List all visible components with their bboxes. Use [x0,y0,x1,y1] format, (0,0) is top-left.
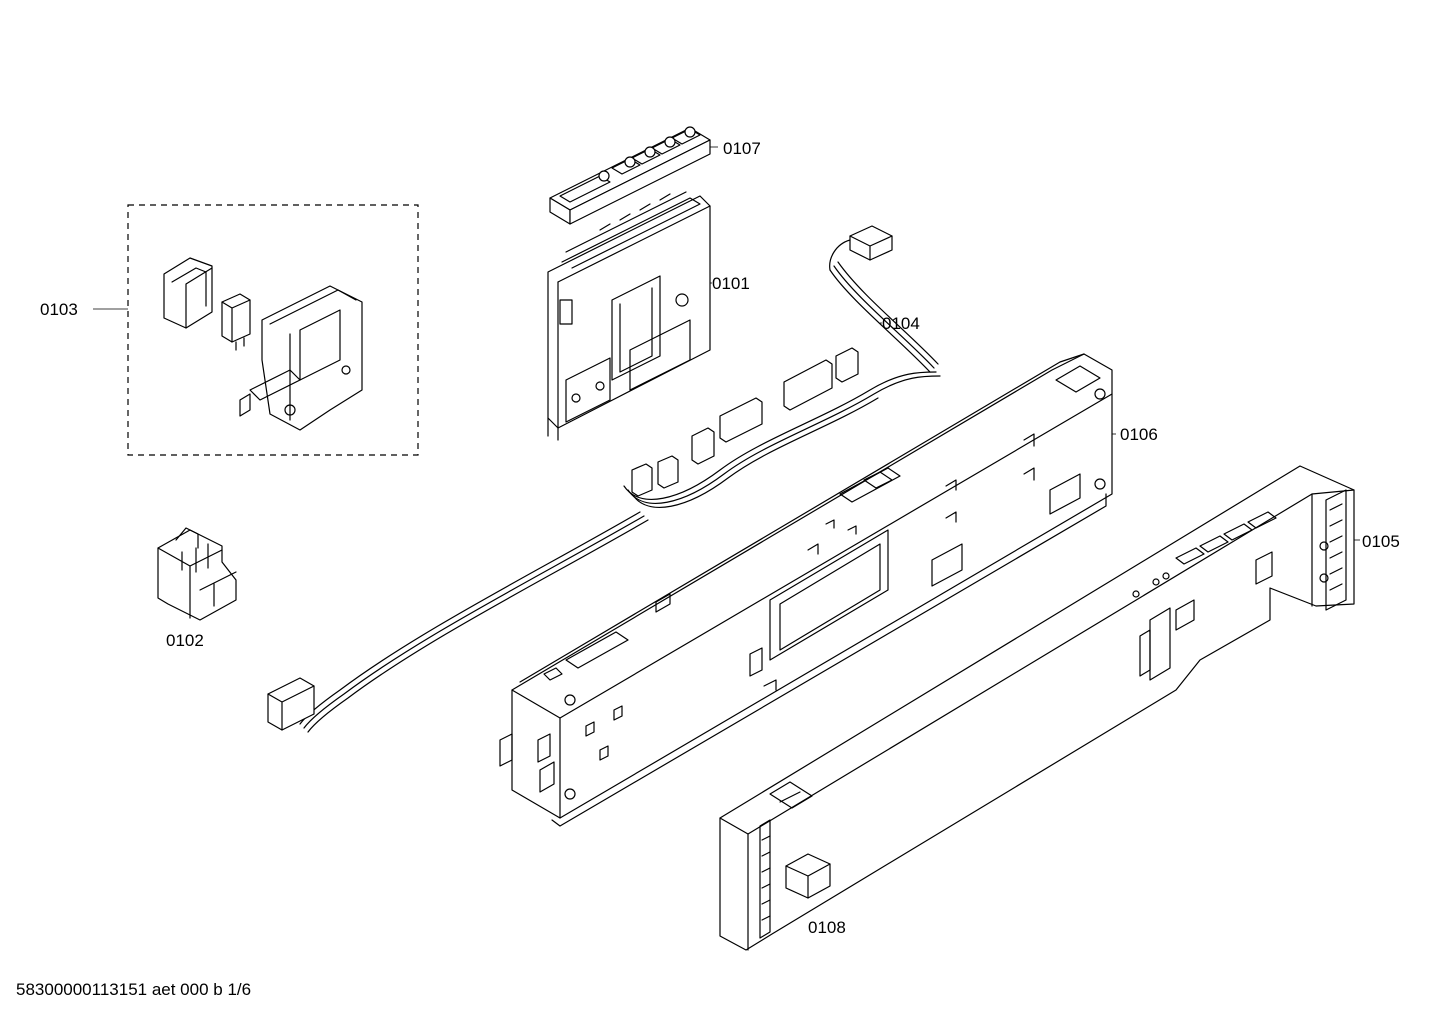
label-0104: 0104 [882,314,920,333]
part-0102-switch [157,527,237,621]
label-0101: 0101 [712,274,750,293]
part-0104-wiring-harness [267,225,941,733]
drawing-number: 58300000113151 aet 000 b 1/6 [16,980,252,999]
part-0101-control-module [547,191,712,441]
label-0106: 0106 [1120,425,1158,444]
part-0106-panel-frame [499,353,1116,827]
part-0103-group [93,204,419,456]
label-0107: 0107 [723,139,761,158]
part-0107-button-strip [549,126,718,225]
label-0105: 0105 [1362,532,1400,551]
part-0105-fascia [719,465,1360,951]
label-0108: 0108 [808,918,846,937]
part-0108-block [785,853,831,899]
label-0102: 0102 [166,631,204,650]
label-0103: 0103 [40,300,78,319]
